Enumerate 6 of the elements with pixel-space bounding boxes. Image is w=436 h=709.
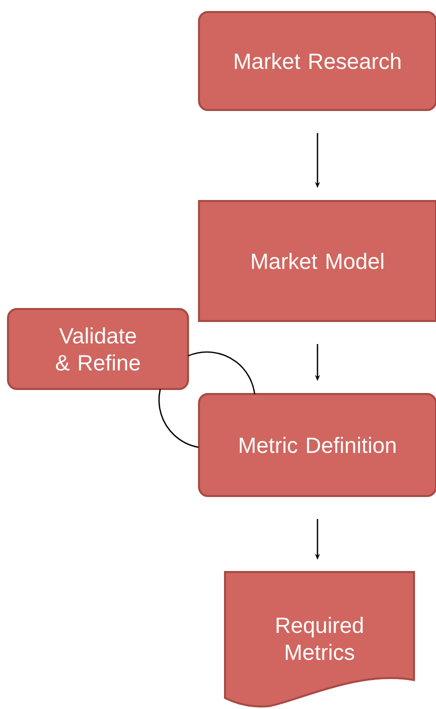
process-box: Market Research [198,11,436,111]
process-box: Market Model [198,200,436,322]
connector-line [188,351,256,394]
connector-line [158,389,199,448]
process-box: Metric Definition [198,393,436,497]
process-box: Validate & Refine [7,308,189,390]
